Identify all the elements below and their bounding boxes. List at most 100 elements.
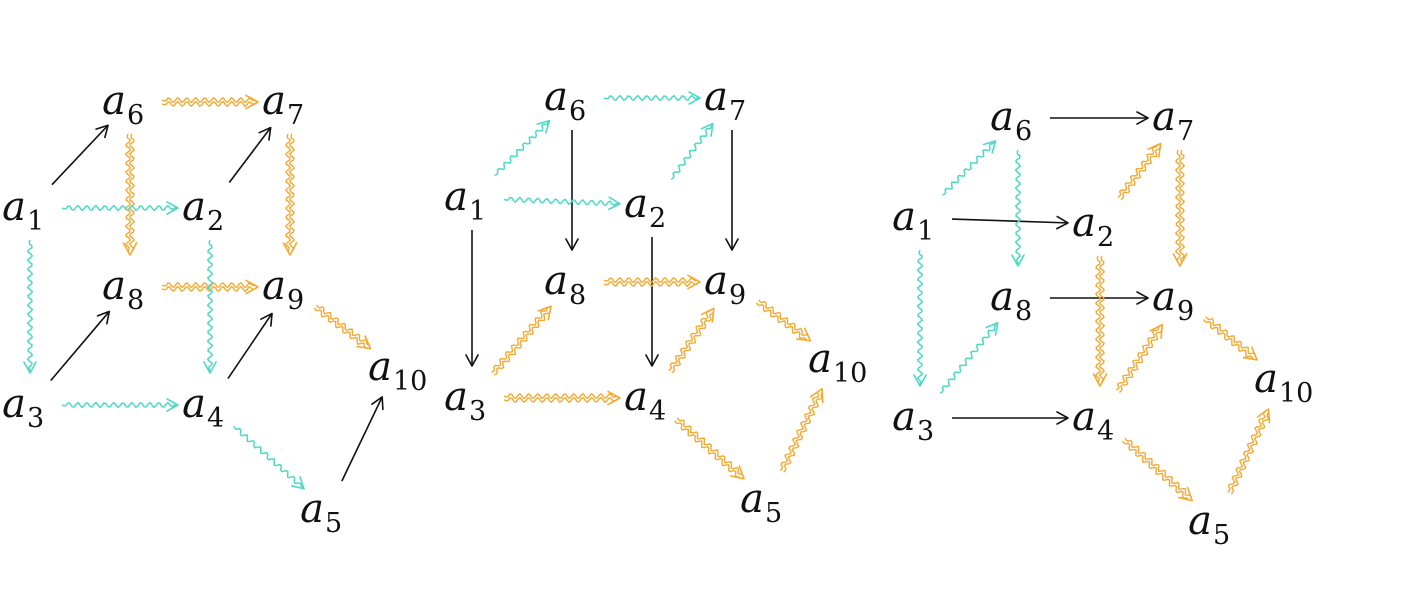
node-subscript-a7: 7 xyxy=(729,96,746,127)
node-label-a4: a xyxy=(624,374,648,420)
node-subscript-a8: 8 xyxy=(569,280,586,311)
arrow-a2-to-a7 xyxy=(670,122,714,181)
arrow-a4-to-a9 xyxy=(1115,323,1164,394)
arrow-a5-to-a10 xyxy=(779,387,824,473)
node-label-a6: a xyxy=(990,94,1014,140)
node-label-a2: a xyxy=(182,184,206,230)
arrow-a7-to-a9 xyxy=(1172,149,1188,267)
arrow-a1-to-a3 xyxy=(465,230,479,367)
node-label-a9: a xyxy=(1152,274,1176,320)
node-subscript-a9: 9 xyxy=(729,280,746,311)
arrow-a2-to-a7 xyxy=(1117,142,1162,201)
node-label-a7: a xyxy=(1152,94,1176,140)
arrow-a2-to-a7 xyxy=(228,126,272,183)
node-label-a8: a xyxy=(544,258,568,304)
arrow-a1-to-a3 xyxy=(913,249,927,387)
node-label-a4: a xyxy=(1072,394,1096,440)
arrow-a6-to-a8 xyxy=(122,133,138,256)
arrow-a3-to-a4 xyxy=(503,390,621,406)
node-subscript-a1: 1 xyxy=(27,206,44,237)
node-label-a4: a xyxy=(182,381,206,427)
arrow-a5-to-a10 xyxy=(341,396,384,482)
arrow-a3-to-a4 xyxy=(61,398,179,412)
arrow-a1-to-a3 xyxy=(23,239,37,374)
node-label-a3: a xyxy=(444,374,468,420)
arrow-a6-to-a7 xyxy=(161,94,259,110)
arrow-a7-to-a9 xyxy=(725,130,739,251)
node-subscript-a3: 3 xyxy=(469,396,486,427)
edges xyxy=(23,94,384,490)
node-subscript-a9: 9 xyxy=(1177,296,1194,327)
node-subscript-a8: 8 xyxy=(1015,296,1032,327)
arrow-a9-to-a10 xyxy=(755,299,812,342)
arrow-a1-to-a2 xyxy=(61,201,179,215)
arrow-a4-to-a5 xyxy=(1121,437,1193,502)
node-label-a2: a xyxy=(624,181,648,227)
arrow-a8-to-a9 xyxy=(161,279,259,295)
node-subscript-a4: 4 xyxy=(649,396,666,427)
node-subscript-a8: 8 xyxy=(127,285,144,316)
node-subscript-a9: 9 xyxy=(287,285,304,316)
node-label-a9: a xyxy=(704,258,728,304)
node-subscript-a5: 5 xyxy=(765,498,782,529)
arrow-a8-to-a9 xyxy=(1050,291,1149,305)
arrow-a9-to-a10 xyxy=(313,304,372,350)
node-subscript-a3: 3 xyxy=(27,403,44,434)
arrow-a8-to-a9 xyxy=(603,274,701,290)
node-subscript-a10: 10 xyxy=(1279,378,1313,409)
node-subscript-a1: 1 xyxy=(917,216,934,247)
node-subscript-a6: 6 xyxy=(127,100,144,131)
node-subscript-a4: 4 xyxy=(207,403,224,434)
node-subscript-a7: 7 xyxy=(1177,116,1194,147)
arrow-a6-to-a7 xyxy=(603,91,701,105)
arrow-a4-to-a5 xyxy=(233,425,305,490)
arrow-a4-to-a5 xyxy=(674,417,745,480)
node-subscript-a2: 2 xyxy=(649,203,666,234)
node-label-a1: a xyxy=(444,174,468,220)
arrow-a3-to-a4 xyxy=(952,411,1069,425)
arrow-a7-to-a9 xyxy=(282,133,298,256)
node-label-a7: a xyxy=(704,74,728,120)
node-label-a10: a xyxy=(368,344,392,390)
node-label-a10: a xyxy=(808,336,832,382)
node-label-a3: a xyxy=(892,394,916,440)
node-subscript-a3: 3 xyxy=(917,416,934,447)
node-label-a1: a xyxy=(2,184,26,230)
arrow-a4-to-a9 xyxy=(668,307,715,374)
node-label-a2: a xyxy=(1072,200,1096,246)
node-subscript-a4: 4 xyxy=(1097,416,1114,447)
node-subscript-a5: 5 xyxy=(325,508,342,539)
node-subscript-a1: 1 xyxy=(469,196,486,227)
node-label-a7: a xyxy=(262,78,286,124)
node-label-a8: a xyxy=(102,263,126,309)
node-label-a10: a xyxy=(1254,356,1278,402)
arrow-a1-to-a2 xyxy=(951,215,1069,230)
